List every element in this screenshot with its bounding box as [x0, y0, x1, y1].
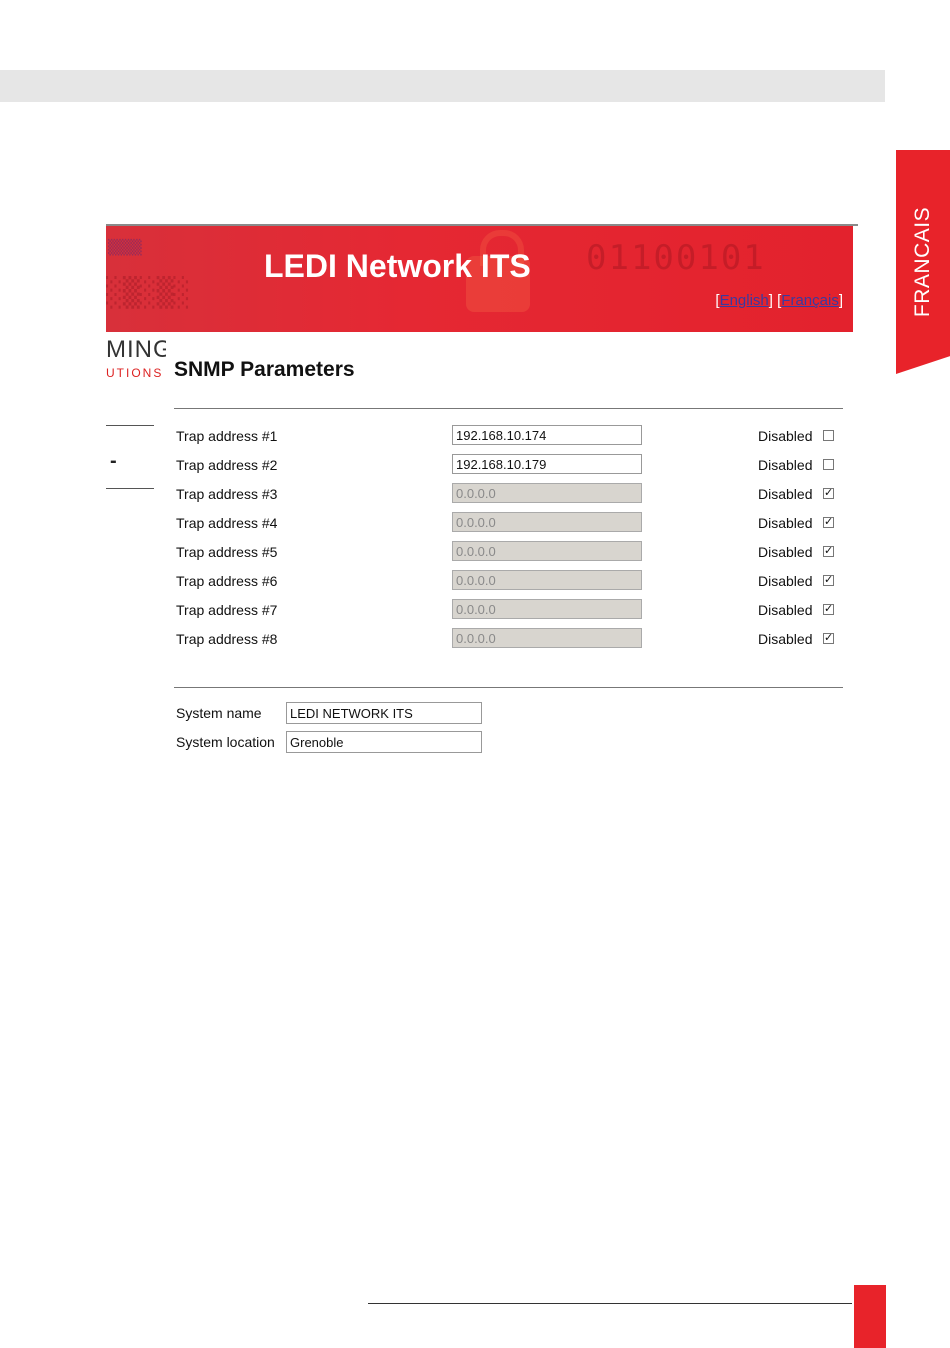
footer-rule	[368, 1303, 852, 1304]
footer-page-marker	[854, 1285, 886, 1348]
nav-divider	[106, 425, 154, 426]
trap-address-field: 0.0.0.0	[452, 628, 642, 648]
section-divider	[174, 687, 843, 688]
trap-address-label: Trap address #1	[176, 428, 278, 444]
system-name-field[interactable]: LEDI NETWORK ITS	[286, 702, 482, 724]
disabled-label: Disabled	[758, 573, 813, 589]
banner-decoration: ▒▒▒▒	[108, 240, 142, 256]
trap-address-label: Trap address #8	[176, 631, 278, 647]
app-title: LEDI Network ITS	[264, 248, 531, 284]
banner-top-rule	[106, 224, 858, 226]
side-tab-label: FRANCAIS	[911, 206, 934, 318]
trap-address-label: Trap address #5	[176, 544, 278, 560]
trap-address-field: 0.0.0.0	[452, 483, 642, 503]
disabled-label: Disabled	[758, 486, 813, 502]
nav-item-marker: -	[110, 450, 117, 472]
disabled-label: Disabled	[758, 544, 813, 560]
header-banner: ▒▒▒▒ 01100101 ░▒░▒░ LEDI Network ITS [En…	[106, 226, 853, 332]
trap-address-field: 0.0.0.0	[452, 599, 642, 619]
trap-address-row: Trap address #2 192.168.10.179 Disabled	[174, 454, 844, 478]
disabled-label: Disabled	[758, 631, 813, 647]
disabled-checkbox[interactable]: ✓	[823, 545, 834, 557]
disabled-label: Disabled	[758, 602, 813, 618]
trap-address-label: Trap address #6	[176, 573, 278, 589]
disabled-checkbox[interactable]: ✓	[823, 487, 834, 499]
disabled-checkbox[interactable]	[823, 430, 834, 441]
web-ui-screenshot: ▒▒▒▒ 01100101 ░▒░▒░ LEDI Network ITS [En…	[106, 224, 858, 764]
trap-address-field[interactable]: 192.168.10.179	[452, 454, 642, 474]
trap-address-field[interactable]: 192.168.10.174	[452, 425, 642, 445]
trap-address-field: 0.0.0.0	[452, 512, 642, 532]
padlock-icon	[466, 230, 530, 312]
banner-decoration: ░▒░▒░	[106, 276, 191, 309]
trap-address-row: Trap address #7 0.0.0.0 Disabled ✓	[174, 599, 844, 623]
disabled-checkbox[interactable]: ✓	[823, 574, 834, 586]
company-logo: MING UTIONS	[106, 336, 166, 396]
trap-address-label: Trap address #4	[176, 515, 278, 531]
disabled-checkbox[interactable]	[823, 459, 834, 470]
trap-address-row: Trap address #8 0.0.0.0 Disabled ✓	[174, 628, 844, 652]
system-location-field[interactable]: Grenoble	[286, 731, 482, 753]
trap-address-row: Trap address #4 0.0.0.0 Disabled ✓	[174, 512, 844, 536]
disabled-checkbox[interactable]: ✓	[823, 632, 834, 644]
trap-address-label: Trap address #7	[176, 602, 278, 618]
disabled-checkbox[interactable]: ✓	[823, 603, 834, 615]
logo-subtext: UTIONS	[106, 366, 164, 380]
banner-decoration: 01100101	[586, 238, 766, 278]
trap-address-row: Trap address #6 0.0.0.0 Disabled ✓	[174, 570, 844, 594]
disabled-label: Disabled	[758, 428, 813, 444]
logo-text: MING	[106, 336, 166, 363]
trap-address-field: 0.0.0.0	[452, 570, 642, 590]
english-link[interactable]: English	[719, 292, 769, 309]
trap-address-row: Trap address #1 192.168.10.174 Disabled	[174, 425, 844, 449]
disabled-label: Disabled	[758, 457, 813, 473]
language-side-tab: FRANCAIS	[896, 150, 950, 374]
system-name-label: System name	[176, 705, 262, 721]
disabled-checkbox[interactable]: ✓	[823, 516, 834, 528]
francais-link[interactable]: Français	[781, 292, 839, 309]
trap-address-row: Trap address #5 0.0.0.0 Disabled ✓	[174, 541, 844, 565]
trap-address-label: Trap address #3	[176, 486, 278, 502]
trap-address-field: 0.0.0.0	[452, 541, 642, 561]
system-location-label: System location	[176, 734, 275, 750]
nav-divider	[106, 488, 154, 489]
language-switcher: [English] [Français]	[715, 292, 843, 309]
trap-address-row: Trap address #3 0.0.0.0 Disabled ✓	[174, 483, 844, 507]
disabled-label: Disabled	[758, 515, 813, 531]
top-band	[0, 70, 885, 102]
section-divider	[174, 408, 843, 409]
trap-address-label: Trap address #2	[176, 457, 278, 473]
page-title: SNMP Parameters	[174, 358, 355, 381]
